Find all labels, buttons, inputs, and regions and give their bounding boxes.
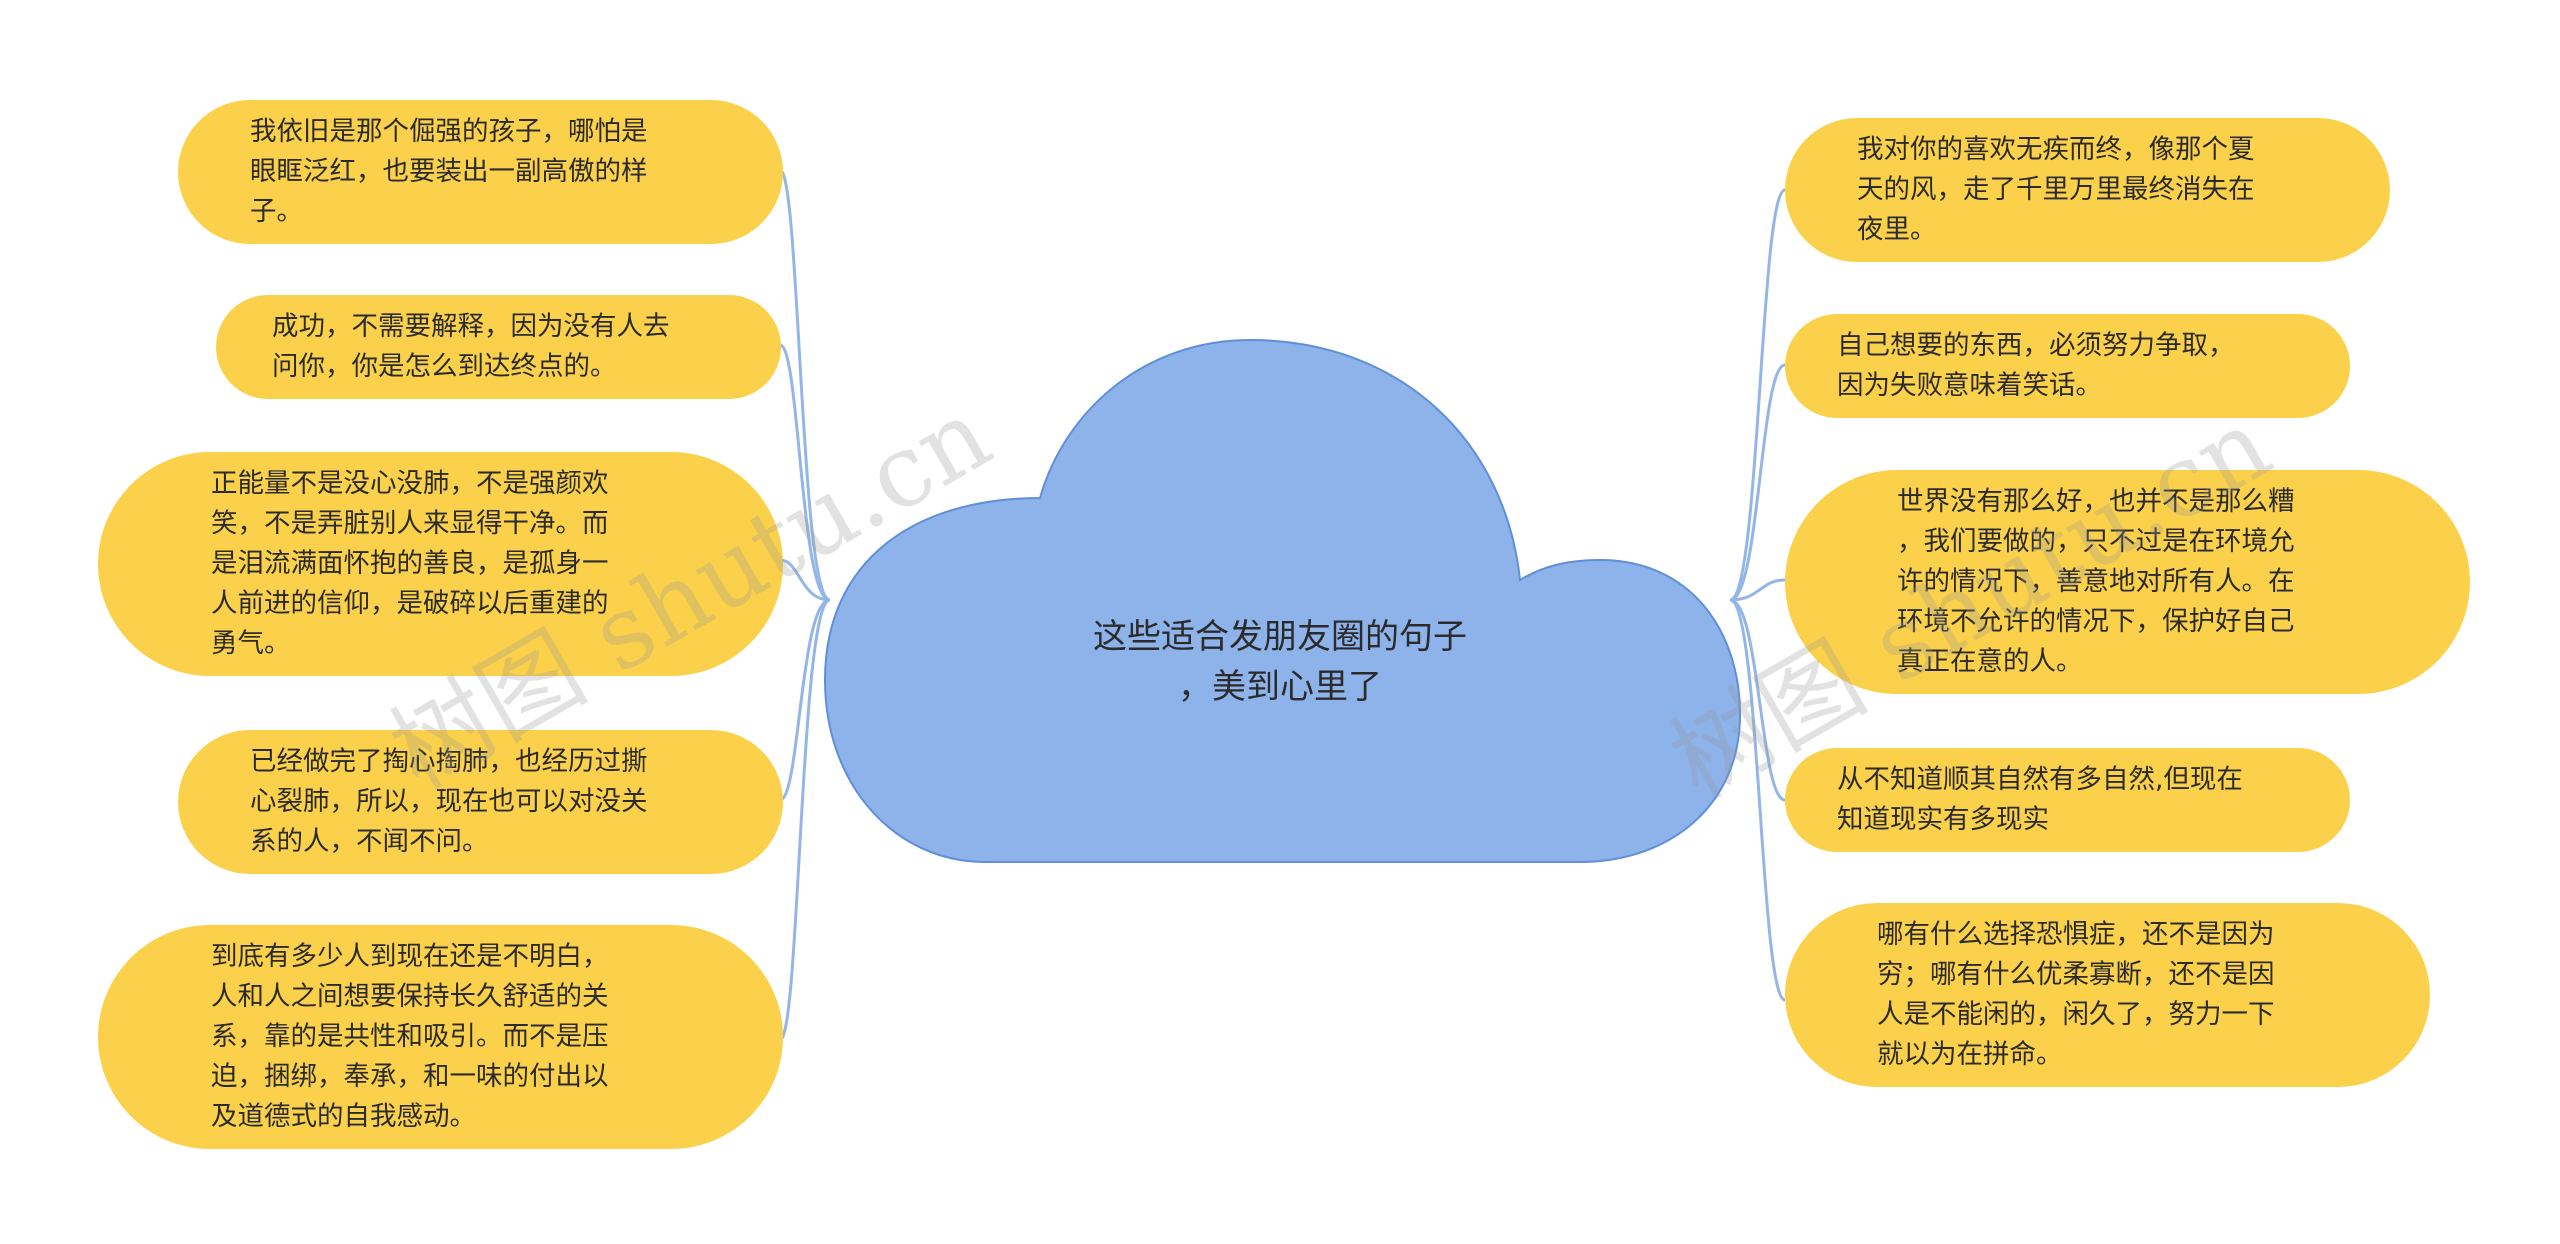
topic-node-left-2[interactable]: 成功，不需要解释，因为没有人去 问你，你是怎么到达终点的。 [216,295,781,399]
topic-text: 成功，不需要解释，因为没有人去 问你，你是怎么到达终点的。 [272,311,670,382]
topic-node-left-3[interactable]: 正能量不是没心没肺，不是强颜欢 笑，不是弄脏别人来显得干净。而 是泪流满面怀抱的… [98,452,783,676]
topic-text: 到底有多少人到现在还是不明白， 人和人之间想要保持长久舒适的关 系，靠的是共性和… [211,941,609,1132]
topic-text: 从不知道顺其自然有多自然,但现在 知道现实有多现实 [1837,764,2243,835]
topic-node-right-3[interactable]: 世界没有那么好，也并不是那么糟 ，我们要做的，只不过是在环境允 许的情况下，善意… [1785,470,2470,694]
topic-node-left-5[interactable]: 到底有多少人到现在还是不明白， 人和人之间想要保持长久舒适的关 系，靠的是共性和… [98,925,783,1149]
topic-node-right-5[interactable]: 哪有什么选择恐惧症，还不是因为 穷；哪有什么优柔寡断，还不是因 人是不能闲的，闲… [1785,903,2430,1087]
topic-text: 哪有什么选择恐惧症，还不是因为 穷；哪有什么优柔寡断，还不是因 人是不能闲的，闲… [1877,919,2275,1070]
topic-node-left-4[interactable]: 已经做完了掏心掏肺，也经历过撕 心裂肺，所以，现在也可以对没关 系的人，不闻不问… [178,730,783,874]
connector-right-1 [1729,188,1786,602]
connector-left-5 [778,598,831,1042]
topic-text: 已经做完了掏心掏肺，也经历过撕 心裂肺，所以，现在也可以对没关 系的人，不闻不问… [250,746,648,857]
topic-text: 世界没有那么好，也并不是那么糟 ，我们要做的，只不过是在环境允 许的情况下，善意… [1897,486,2295,677]
topic-node-right-1[interactable]: 我对你的喜欢无疾而终，像那个夏 天的风，走了千里万里最终消失在 夜里。 [1785,118,2390,262]
connector-right-2 [1729,363,1786,602]
topic-text: 我对你的喜欢无疾而终，像那个夏 天的风，走了千里万里最终消失在 夜里。 [1857,134,2255,245]
connector-left-1 [778,168,831,602]
center-cloud [823,338,1742,863]
topic-text: 正能量不是没心没肺，不是强颜欢 笑，不是弄脏别人来显得干净。而 是泪流满面怀抱的… [211,468,609,659]
central-topic[interactable]: 这些适合发朋友圈的句子 ，美到心里了 [1093,617,1467,707]
topic-node-right-4[interactable]: 从不知道顺其自然有多自然,但现在 知道现实有多现实 [1785,748,2350,852]
connector-right-4 [1729,598,1786,802]
connector-left-4 [779,598,831,802]
connector-left-2 [779,343,831,602]
topic-node-right-2[interactable]: 自己想要的东西，必须努力争取， 因为失败意味着笑话。 [1785,314,2350,418]
topic-node-left-1[interactable]: 我依旧是那个倔强的孩子，哪怕是 眼眶泛红，也要装出一副高傲的样 子。 [178,100,783,244]
connector-right-3 [1729,578,1786,602]
connector-right-5 [1729,598,1786,1002]
topic-text: 我依旧是那个倔强的孩子，哪怕是 眼眶泛红，也要装出一副高傲的样 子。 [250,116,648,227]
topic-text: 自己想要的东西，必须努力争取， 因为失败意味着笑话。 [1837,330,2235,401]
connector-left-3 [779,558,831,602]
